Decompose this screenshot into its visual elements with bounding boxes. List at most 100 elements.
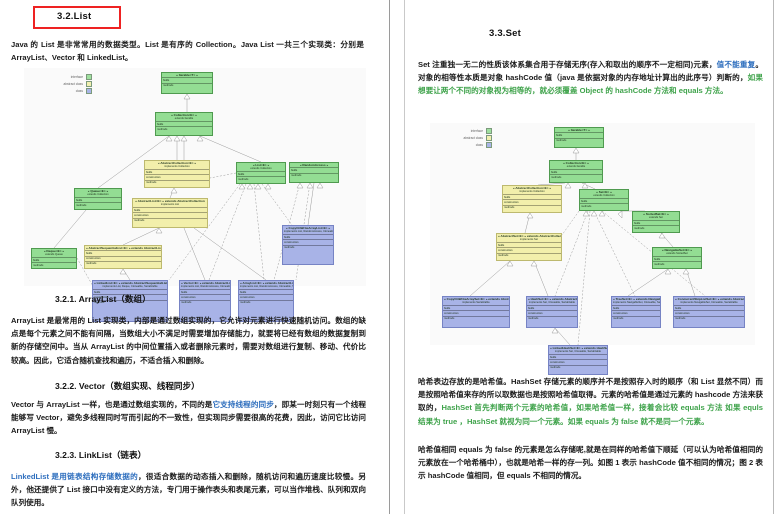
uml-node-stereotype: implements List — [160, 203, 180, 207]
uml-node-title: « LinkedHashSet<E> » extends HashSet — [550, 346, 607, 350]
uml-node-section: fields — [85, 250, 161, 255]
legend-swatch-interface-set — [486, 127, 492, 134]
uml-node-title: « AbstractList<E> » extends AbstractColl… — [135, 199, 205, 203]
legend-swatch-abstract — [86, 80, 92, 87]
paragraph-linklist-part-b: ，很适合数据的动态插入和删除，随机访问和遍历速度比较慢。另外，他还提供了 Lis… — [11, 472, 366, 508]
uml-node-title: « SortedSet<E> » — [643, 212, 669, 216]
uml-node-stereotype: implements Set, Cloneable, Serializable — [555, 350, 601, 354]
legend-item-abstract-set: abstract class — [434, 134, 492, 141]
paragraph-hashset-1-highlight: HashSet 首先判断两个元素的哈希值，如果哈希值一样，接着会比较 equal… — [418, 403, 764, 426]
paragraph-list-intro: Java 的 List 是非常常用的数据类型。List 是有序的 Collect… — [11, 40, 364, 63]
uml-node-title: « TreeSet<E> » extends NavigableSet — [613, 297, 660, 301]
uml-legend-set: interface abstract class class — [434, 127, 492, 148]
paragraph-set-intro: Set 注重独一无二的性质该体系集合用于存储无序(存入和取出的顺序不一定相同)元… — [418, 58, 763, 98]
uml-node-title: « AbstractSet<E> » extends AbstractColle… — [498, 234, 561, 238]
uml-node-stereotype: implements Collection — [519, 190, 545, 194]
uml-node-section: fields — [75, 197, 121, 202]
uml-node-section: fields — [555, 132, 603, 137]
uml-node-section: fields — [497, 242, 561, 247]
uml-node-title: « Deque<E> » — [43, 249, 65, 253]
uml-node-stereotype: extends Collection — [87, 193, 109, 197]
paragraph-hashset-1-part-a: 哈希表边存放的是哈希值。HashSet 存储元素的顺序并不是按照存入时的顺序（和… — [418, 377, 763, 413]
uml-node-section: methods — [290, 172, 338, 178]
uml-node-section: methods — [527, 315, 577, 321]
paragraph-arraylist: ArrayList 是最常用的 List 实现类，内部是通过数组实现的，它允许对… — [11, 316, 366, 365]
uml-node-section: methods — [550, 174, 602, 179]
uml-node-stereotype: extends Iterable — [174, 117, 194, 121]
uml-node-section: constructors — [443, 310, 509, 315]
uml-edges-list — [53, 93, 324, 286]
uml-node-title: « Vector<E> » extends AbstractList — [181, 281, 230, 285]
legend-item-interface-set: interface — [434, 127, 492, 134]
uml-node-section: methods — [612, 315, 660, 321]
paragraph-set-intro-part-a: Set 注重独一无二的性质该体系集合用于存储无序(存入和取出的顺序不一定相同)元… — [418, 60, 717, 69]
uml-node-section: methods — [653, 261, 701, 266]
red-annotation-box — [33, 6, 121, 29]
uml-node-stereotype: implements List, RandomAccess, Cloneable… — [181, 285, 230, 289]
uml-node-section: methods — [497, 252, 561, 258]
uml-node-title: « AbstractSequentialList<E> » extends Ab… — [86, 246, 161, 250]
uml-node-section: fields — [503, 194, 561, 199]
uml-node-title: « NavigableSet<E> » — [661, 248, 693, 252]
uml-node-absset: « AbstractSet<E> » extends AbstractColle… — [496, 233, 562, 261]
uml-node-section: methods — [503, 204, 561, 210]
uml-node-stereotype: extends SortedSet — [666, 252, 688, 256]
uml-node-stereotype: extends Collection — [250, 167, 272, 171]
uml-node-section: methods — [633, 225, 679, 230]
uml-node-abscoll: « AbstractCollection<E> »implements Coll… — [144, 160, 210, 188]
uml-node-treeset: « TreeSet<E> » extends NavigableSetimple… — [611, 296, 661, 328]
right-page-left-border — [404, 0, 405, 514]
paragraph-set-intro-highlight-green: 如果想要让两个不同的对象视为相等的，就必须覆盖 Object 的 hashCod… — [418, 73, 763, 96]
uml-node-section: fields — [32, 257, 76, 262]
uml-node-section: fields — [674, 305, 744, 310]
uml-node-section: fields — [612, 305, 660, 310]
uml-node-title: « Set<E> » — [596, 190, 612, 194]
uml-node-section: fields — [133, 207, 207, 212]
legend-label-abstract-set: abstract class — [463, 135, 484, 140]
uml-node-section: methods — [580, 203, 628, 208]
uml-node-title: « RandomAccess » — [299, 163, 329, 167]
legend-swatch-abstract-set — [486, 134, 492, 141]
uml-node-section: constructors — [145, 174, 209, 179]
uml-node-abslist: « AbstractList<E> » extends AbstractColl… — [132, 198, 208, 228]
legend-label-interface-set: interface — [470, 128, 483, 133]
uml-node-section: fields — [443, 305, 509, 310]
uml-node-stereotype: implements List, RandomAccess, Cloneable… — [240, 285, 293, 289]
uml-node-section: methods — [93, 299, 167, 305]
uml-node-title: « CopyOnWriteArraySet<E> » extends Abstr… — [444, 297, 509, 301]
uml-node-section: constructors — [93, 294, 167, 299]
uml-node-title: « LinkedList<E> » extends AbstractSequen… — [94, 281, 167, 285]
uml-diagram-list: interface abstract class class — [24, 68, 366, 322]
uml-node-section: methods — [237, 176, 285, 181]
uml-node-stereotype: extends Queue — [45, 253, 63, 257]
uml-node-title: « List<E> » — [252, 163, 270, 167]
legend-swatch-class — [86, 87, 92, 94]
uml-node-section: constructors — [283, 239, 333, 244]
paragraph-vector-highlight: 它支持线程的同步 — [212, 400, 274, 409]
uml-node-section: constructors — [180, 294, 230, 299]
uml-node-section: constructors — [674, 310, 744, 315]
uml-node-section: methods — [85, 260, 161, 266]
legend-item-class-set: class — [434, 141, 492, 148]
uml-node-section: fields — [180, 289, 230, 294]
uml-node-section: fields — [237, 171, 285, 176]
uml-node-cowal: « CopyOnWriteArrayList<E> »implements Li… — [282, 225, 334, 265]
uml-node-title: « AbstractCollection<E> » — [157, 161, 197, 165]
paragraph-set-intro-part-b: 。对象的相等性本质是对象 hashCode 值（java 是依据对象的内存地址计… — [418, 60, 764, 83]
uml-node-section: constructors — [527, 310, 577, 315]
uml-node-section: methods — [32, 262, 76, 267]
uml-node-title: « CopyOnWriteArrayList<E> » — [285, 226, 331, 230]
legend-label-abstract: abstract class — [63, 81, 84, 86]
uml-node-stereotype: implements NavigableSet, Cloneable, Seri… — [680, 301, 738, 305]
uml-node-section: methods — [549, 364, 607, 370]
uml-node-title: « Queue<E> » — [87, 189, 109, 193]
uml-node-stereotype: implements Collection — [164, 165, 190, 169]
uml-node-title: « HashSet<E> » extends AbstractSet — [528, 297, 577, 301]
